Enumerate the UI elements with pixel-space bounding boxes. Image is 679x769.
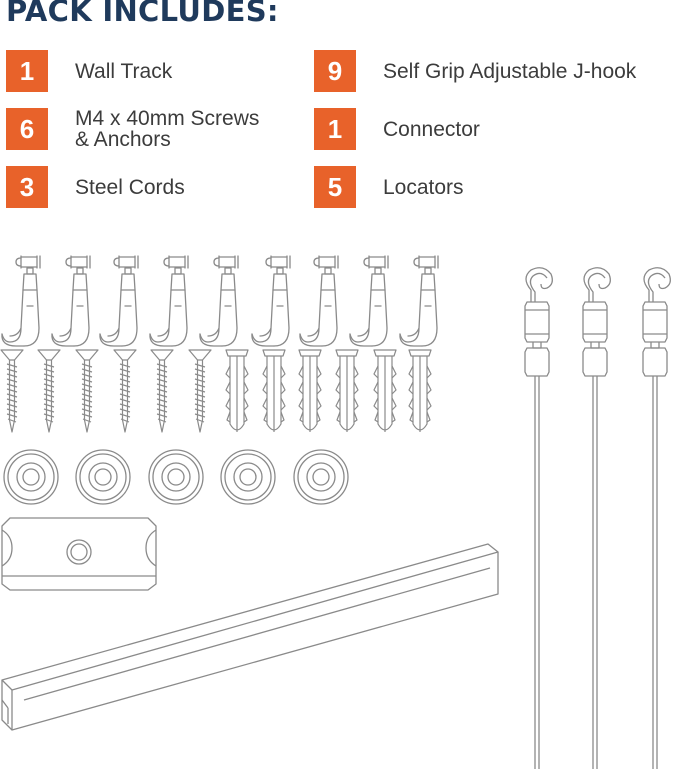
locator-icon bbox=[148, 449, 204, 505]
item-label-line2: & Anchors bbox=[75, 128, 171, 151]
count-badge: 3 bbox=[6, 166, 48, 208]
jhook-icon bbox=[251, 255, 291, 347]
item-label: Connector bbox=[383, 117, 480, 141]
jhook-icon bbox=[399, 255, 439, 347]
page-title: PACK INCLUDES: bbox=[6, 0, 279, 28]
anchor-icon bbox=[408, 349, 432, 433]
item-label: Steel Cords bbox=[75, 175, 185, 199]
jhooks-row bbox=[1, 255, 439, 347]
screw-icon bbox=[188, 349, 212, 433]
count-badge: 5 bbox=[314, 166, 356, 208]
count-badge: 6 bbox=[6, 108, 48, 150]
steel-cord-icon bbox=[582, 267, 611, 769]
anchor-icon bbox=[298, 349, 322, 433]
screw-icon bbox=[37, 349, 61, 433]
count-badge: 1 bbox=[314, 108, 356, 150]
anchor-icon bbox=[225, 349, 249, 433]
jhook-icon bbox=[51, 255, 91, 347]
item-label: Wall Track bbox=[75, 59, 173, 83]
connector-icon bbox=[1, 517, 157, 591]
locator-icon bbox=[75, 449, 131, 505]
item-label-line1: M4 x 40mm Screws bbox=[75, 107, 260, 130]
steel-cords bbox=[524, 267, 671, 769]
anchor-icon bbox=[373, 349, 397, 433]
item-locators: 5 Locators bbox=[314, 166, 464, 208]
locators-row bbox=[3, 449, 349, 505]
screw-icon bbox=[150, 349, 174, 433]
screw-icon bbox=[75, 349, 99, 433]
wall-track-icon bbox=[1, 543, 499, 731]
jhook-icon bbox=[149, 255, 189, 347]
item-connector: 1 Connector bbox=[314, 108, 480, 150]
screws-row bbox=[0, 349, 212, 433]
jhook-icon bbox=[99, 255, 139, 347]
item-label: Self Grip Adjustable J-hook bbox=[383, 59, 637, 83]
locator-icon bbox=[220, 449, 276, 505]
anchor-icon bbox=[335, 349, 359, 433]
locator-icon bbox=[293, 449, 349, 505]
steel-cord-icon bbox=[642, 267, 671, 769]
item-screws-anchors: 6 M4 x 40mm Screws & Anchors bbox=[6, 108, 259, 150]
count-badge: 9 bbox=[314, 50, 356, 92]
locator-icon bbox=[3, 449, 59, 505]
jhook-icon bbox=[349, 255, 389, 347]
screw-icon bbox=[0, 349, 24, 433]
anchors-row bbox=[225, 349, 432, 433]
item-label: Locators bbox=[383, 175, 464, 199]
item-label: M4 x 40mm Screws & Anchors bbox=[75, 108, 259, 150]
anchor-icon bbox=[262, 349, 286, 433]
jhook-icon bbox=[299, 255, 339, 347]
item-wall-track: 1 Wall Track bbox=[6, 50, 172, 92]
count-badge: 1 bbox=[6, 50, 48, 92]
screw-icon bbox=[113, 349, 137, 433]
jhook-icon bbox=[1, 255, 41, 347]
item-j-hook: 9 Self Grip Adjustable J-hook bbox=[314, 50, 636, 92]
item-steel-cords: 3 Steel Cords bbox=[6, 166, 185, 208]
steel-cord-icon bbox=[524, 267, 553, 769]
jhook-icon bbox=[199, 255, 239, 347]
